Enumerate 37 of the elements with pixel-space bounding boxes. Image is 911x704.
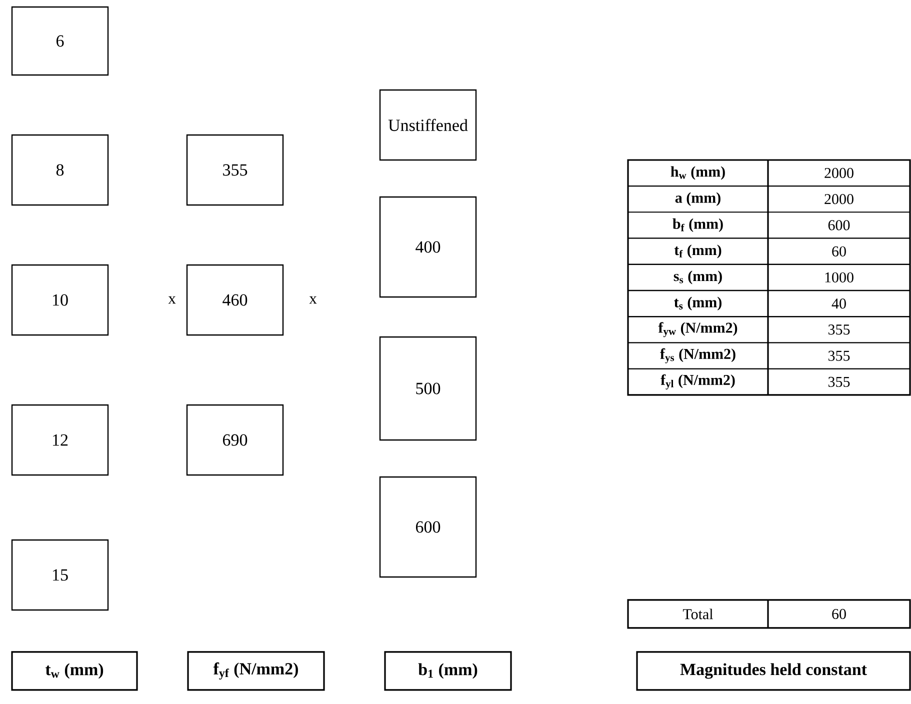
- value-box: 6: [11, 6, 109, 76]
- cell-value: 60: [832, 608, 846, 620]
- cell-value: 355: [828, 350, 850, 361]
- value-box: 15: [11, 539, 109, 611]
- row-label: f$_{yw}$ (N/mm2): [658, 322, 738, 338]
- cell-value: 355: [828, 324, 850, 335]
- value-box: 12: [11, 404, 109, 476]
- value-box: 400: [379, 196, 477, 298]
- row-label: s$_{s}$ (mm): [674, 270, 722, 284]
- header-box: f$_{yf}$ (N/mm2): [187, 651, 325, 691]
- value-box: 690: [186, 404, 284, 476]
- header-box: b$_{1}$ (mm): [384, 651, 512, 691]
- value-box: 460: [186, 264, 284, 336]
- cell-value: 600: [828, 220, 850, 230]
- cell-value: 2000: [824, 194, 854, 204]
- value-box: 600: [379, 476, 477, 578]
- row-label: b$_{f}$ (mm): [672, 218, 723, 232]
- row-label: a (mm): [675, 192, 720, 206]
- cell-value: 60: [832, 246, 846, 256]
- value-box: Unstiffened: [379, 89, 477, 161]
- value-box: 500: [379, 336, 477, 441]
- cell-value: 40: [832, 298, 846, 309]
- cell-value: 2000: [824, 168, 854, 178]
- multiplication-sign: x: [309, 296, 317, 304]
- row-label: Total: [682, 608, 714, 620]
- row-label: f$_{yl}$ (N/mm2): [660, 374, 735, 390]
- cell-value: 1000: [825, 272, 854, 282]
- row-label: f$_{ys}$ (N/mm2): [660, 348, 736, 364]
- cell-value: 355: [828, 376, 850, 387]
- row-label: t$_{s}$ (mm): [674, 296, 722, 310]
- header-box: t$_{w}$ (mm): [11, 651, 138, 691]
- header-box: Magnitudes held constant: [636, 651, 911, 691]
- value-box: 8: [11, 134, 109, 206]
- value-box: 10: [11, 264, 109, 336]
- row-label: h$_{w}$ (mm): [670, 166, 725, 180]
- value-box: 355: [186, 134, 284, 206]
- row-label: t$_{f}$ (mm): [674, 244, 722, 258]
